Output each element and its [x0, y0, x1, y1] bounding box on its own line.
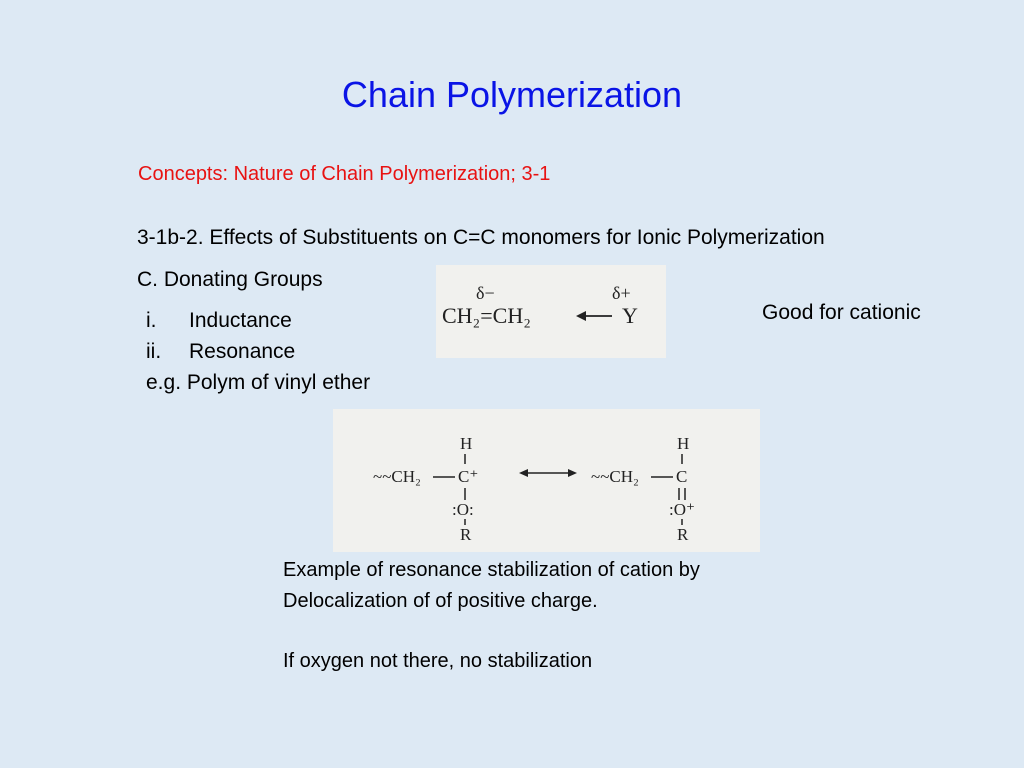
- monomer-formula-image: δ− δ+ CH₂=CH₂ Y: [436, 265, 666, 358]
- left-h-label: H: [460, 434, 472, 453]
- list-item-resonance: Resonance: [189, 340, 296, 363]
- left-chain-label: ~~CH₂: [373, 467, 421, 486]
- substituent-y: Y: [622, 303, 638, 328]
- left-oxygen-label: :O:: [452, 500, 474, 519]
- monomer-formula: CH₂=CH₂: [442, 303, 531, 328]
- example-text: e.g. Polym of vinyl ether: [146, 371, 371, 394]
- list-item-marker: ii.: [146, 340, 162, 363]
- left-carbocation-label: C⁺: [458, 467, 478, 486]
- caption-line-2: Delocalization of of positive charge.: [283, 590, 598, 612]
- arrow-left-icon: [576, 311, 612, 321]
- good-for-cationic-note: Good for cationic: [762, 301, 921, 324]
- slide-title: Chain Polymerization: [341, 74, 683, 115]
- subsection-heading: C. Donating Groups: [137, 268, 323, 291]
- right-h-label: H: [677, 434, 689, 453]
- delta-minus-label: δ−: [476, 283, 495, 303]
- list-item-marker: i.: [146, 309, 157, 332]
- right-r-label: R: [677, 525, 689, 544]
- caption-line-1: Example of resonance stabilization of ca…: [283, 559, 700, 581]
- concepts-subtitle: Concepts: Nature of Chain Polymerization…: [138, 163, 551, 185]
- right-chain-label: ~~CH₂: [591, 467, 639, 486]
- resonance-structure-image: H ~~CH₂ C⁺ :O: R H ~~CH₂ C :O⁺ R: [333, 409, 760, 552]
- right-oxonium-label: :O⁺: [669, 500, 695, 519]
- list-item-inductance: Inductance: [189, 309, 292, 332]
- caption-line-3: If oxygen not there, no stabilization: [283, 650, 593, 672]
- section-heading: 3-1b-2. Effects of Substituents on C=C m…: [137, 226, 825, 249]
- delta-plus-label: δ+: [612, 283, 631, 303]
- left-r-label: R: [460, 525, 472, 544]
- right-carbon-label: C: [676, 467, 687, 486]
- resonance-arrow-icon: [519, 469, 577, 477]
